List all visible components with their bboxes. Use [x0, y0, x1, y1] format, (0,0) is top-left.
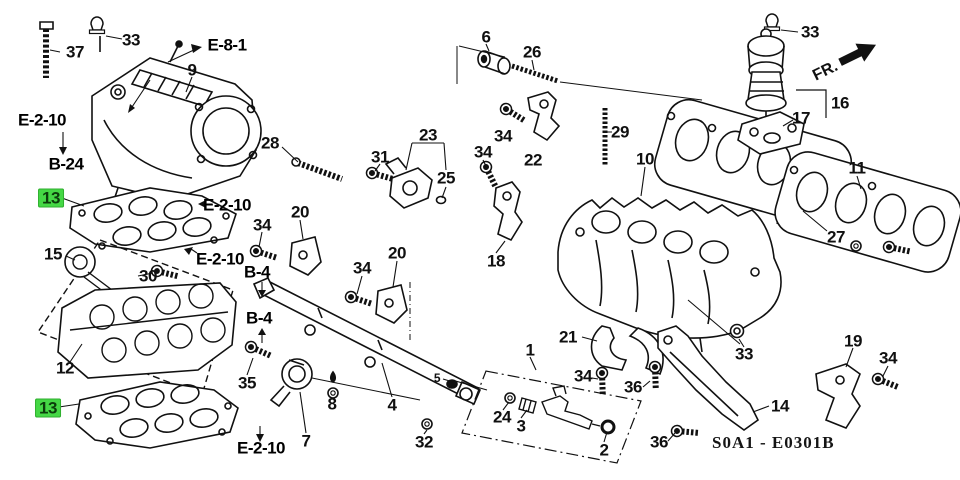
plenum-cover-drawing — [39, 16, 344, 213]
callout-19: 19 — [844, 331, 862, 351]
callout-34: 34 — [253, 215, 271, 235]
callout-34: 34 — [474, 142, 492, 162]
callout-36: 36 — [624, 377, 642, 397]
fuel-rail-drawing — [252, 276, 482, 406]
callout-31: 31 — [371, 147, 389, 167]
callout-25: 25 — [437, 168, 455, 188]
callout-5: 5 — [433, 371, 441, 385]
callout-27: 27 — [827, 227, 845, 247]
callout-28: 28 — [261, 133, 279, 153]
callout-35: 35 — [238, 373, 256, 393]
callout-34: 34 — [353, 258, 371, 278]
callout-14: 14 — [771, 396, 789, 416]
intake-manifold-body-drawing — [557, 196, 782, 353]
rail-brackets-drawing — [249, 236, 408, 324]
callout-32: 32 — [415, 432, 433, 452]
callout-21: 21 — [559, 327, 577, 347]
ref-label-e-2-10: E-2-10 — [202, 195, 252, 215]
callout-24: 24 — [493, 407, 511, 427]
callout-37: 37 — [66, 42, 84, 62]
callout-34: 34 — [879, 348, 897, 368]
bracket-18-drawing — [479, 160, 523, 242]
egr-valve-drawing — [737, 13, 827, 155]
callout-13: 13 — [35, 398, 61, 418]
callout-29: 29 — [611, 122, 629, 142]
callout-10: 10 — [636, 149, 654, 169]
callout-33: 33 — [801, 22, 819, 42]
callout-22: 22 — [524, 150, 542, 170]
leader-lines — [49, 29, 889, 443]
callout-36: 36 — [650, 432, 668, 452]
callout-6: 6 — [481, 27, 491, 47]
callout-34: 34 — [494, 126, 512, 146]
callout-13: 13 — [38, 188, 64, 208]
callout-20: 20 — [291, 202, 309, 222]
callout-15: 15 — [44, 244, 62, 264]
callout-2: 2 — [599, 440, 609, 460]
ref-label-e-2-10: E-2-10 — [236, 438, 286, 458]
callout-1: 1 — [525, 340, 535, 360]
sensor-23-drawing — [365, 156, 447, 209]
callout-20: 20 — [388, 243, 406, 263]
callout-17: 17 — [792, 108, 810, 128]
gasket-13-bottom-drawing — [75, 381, 239, 449]
callout-3: 3 — [516, 416, 526, 436]
callout-18: 18 — [487, 251, 505, 271]
callout-26: 26 — [523, 42, 541, 62]
callout-11: 11 — [848, 158, 866, 178]
callout-30: 30 — [139, 266, 157, 286]
callout-7: 7 — [301, 431, 311, 451]
stay-bracket-group-drawing — [590, 240, 911, 438]
injector-set-drawing — [461, 370, 642, 464]
callout-33: 33 — [122, 30, 140, 50]
callout-4: 4 — [387, 395, 397, 415]
bracket-22-drawing — [498, 91, 561, 142]
callout-34: 34 — [574, 366, 592, 386]
ref-label-e-2-10: E-2-10 — [17, 110, 67, 130]
callout-23: 23 — [419, 125, 437, 145]
gasket-11-drawing — [774, 151, 960, 273]
callout-12: 12 — [56, 358, 74, 378]
ref-label-b-4: B-4 — [244, 262, 270, 282]
callout-8: 8 — [327, 394, 337, 414]
lower-manifold-group-drawing — [36, 239, 237, 396]
pressure-regulator-drawing — [244, 340, 433, 430]
ref-label-e-2-10: E-2-10 — [195, 249, 245, 269]
callout-9: 9 — [187, 60, 197, 80]
gasket-13-top-drawing — [69, 187, 237, 253]
ref-label-b-24: B-24 — [48, 154, 84, 174]
callout-33: 33 — [735, 344, 753, 364]
part-code-label: S0A1 - E0301B — [712, 433, 835, 452]
dashpot-cable-drawing — [456, 45, 703, 101]
ref-label-b-4: B-4 — [246, 308, 272, 328]
callout-16: 16 — [831, 93, 849, 113]
ref-label-e-8-1: E-8-1 — [207, 35, 247, 55]
